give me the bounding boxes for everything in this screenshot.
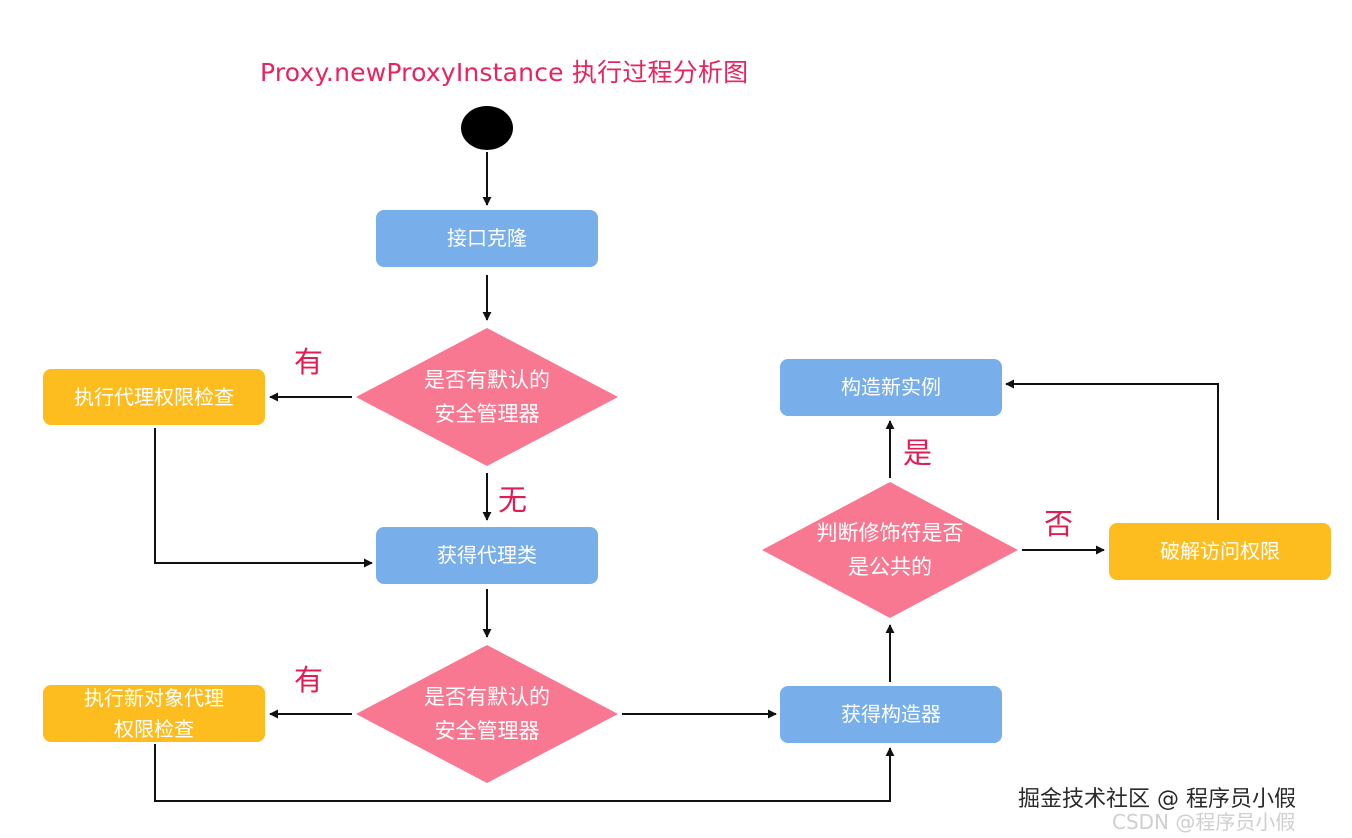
edge-label-yes: 是 [903,436,933,470]
arrow-perm2-to-getconstructor [154,744,895,802]
node-proxy-permission-check: 执行代理权限检查 [43,369,265,425]
arrow-perm1-to-getproxy [154,428,373,568]
decision-label-security-manager-2: 是否有默认的 安全管理器 [424,685,550,743]
diagram-title: Proxy.newProxyInstance 执行过程分析图 [260,58,749,87]
decision-label-security-manager-1: 是否有默认的 安全管理器 [424,368,550,426]
node-new-instance: 构造新实例 [780,359,1002,416]
edge-label-none-1: 无 [498,483,528,517]
edge-label-has-1: 有 [294,345,324,379]
decision-diamond-is-public [762,482,1018,618]
node-interface-clone: 接口克隆 [376,210,598,267]
node-get-constructor: 获得构造器 [780,686,1002,743]
decision-label-is-public: 判断修饰符是否 是公共的 [816,521,964,579]
juejin-watermark: 掘金技术社区 @ 程序员小假 [1018,787,1296,812]
decision-diamond-security-manager-2 [356,645,618,783]
node-new-object-permission-check: 执行新对象代理 权限检查 [43,685,265,742]
csdn-watermark: CSDN @程序员小假 [1112,810,1296,834]
node-get-proxy-class: 获得代理类 [376,527,598,584]
start-node [461,106,513,150]
arrow-crack-to-newinstance [1005,379,1219,520]
edge-label-has-2: 有 [294,663,324,697]
decision-diamond-security-manager-1 [356,328,618,466]
node-crack-access: 破解访问权限 [1109,523,1331,580]
edge-label-no: 否 [1044,507,1074,541]
